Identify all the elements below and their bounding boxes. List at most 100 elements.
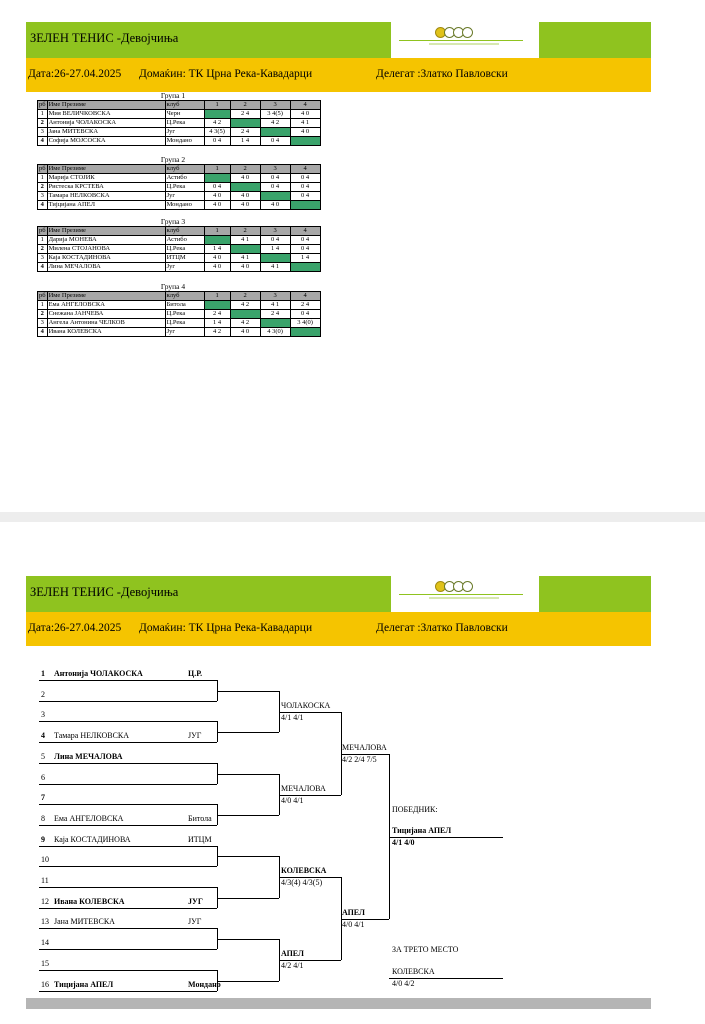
draw-player-name: Јана МИТЕВСКА <box>54 917 115 926</box>
draw-slot-line <box>39 742 217 743</box>
score-cell: 2 4 <box>229 127 261 137</box>
group-page: ЗЕЛЕН ТЕНИС -Девојчиња Дата:26-27.04.202… <box>26 22 651 337</box>
header-yellow-bar-2: Дата:26-27.04.2025 Домаќин: ТК Црна Река… <box>26 612 651 646</box>
bracket-connector <box>217 680 218 701</box>
draw-player-name: Ема АНГЕЛОВСКА <box>54 814 124 823</box>
semifinal-score: 4/0 4/1 <box>342 920 365 929</box>
third-place-line <box>389 978 503 979</box>
player-name: Марија СТОЈИК <box>46 173 166 183</box>
row-number: 4 <box>37 200 48 210</box>
score-cell: 3 4(5) <box>259 109 291 119</box>
bracket-connector <box>217 856 279 857</box>
third-place-name: КОЛЕВСКА <box>392 967 435 976</box>
draw-slot-line <box>39 763 217 764</box>
column-header: рб <box>37 100 48 110</box>
player-name: Ристеска КРСТЕВА <box>46 182 166 192</box>
player-name: Снежана ЈАНЧЕВА <box>46 309 166 319</box>
draw-slot-line <box>39 949 217 950</box>
draw-slot-line <box>39 908 217 909</box>
bracket-connector <box>279 774 280 815</box>
club-name: Југ <box>164 262 205 272</box>
draw-player-club: ЈУГ <box>188 731 202 740</box>
semifinal-line <box>341 754 389 755</box>
draw-slot-number: 13 <box>41 917 49 926</box>
club-name: Ц.Река <box>164 318 205 328</box>
host-label: Домаќин: ТК Црна Река-Кавадарци <box>139 68 313 80</box>
draw-player-name: Антонија ЧОЛАКОСКА <box>54 669 143 678</box>
draw-slot-line <box>39 866 217 867</box>
club-name: Астибо <box>164 235 205 245</box>
bracket-connector <box>217 691 279 692</box>
footer-bar <box>26 998 651 1009</box>
draw-player-name: Ивана КОЛЕВСКА <box>54 897 125 906</box>
column-header: клуб <box>164 291 205 301</box>
header-green-bar-2: ЗЕЛЕН ТЕНИС -Девојчиња <box>26 576 651 612</box>
row-number: 3 <box>37 127 48 137</box>
self-match-cell <box>203 235 231 245</box>
draw-slot-number: 12 <box>41 897 49 906</box>
column-header: клуб <box>164 100 205 110</box>
player-name: Милена СТОЈАНОВА <box>46 244 166 254</box>
date-label-2: Дата:26-27.04.2025 <box>28 622 122 634</box>
bracket-connector <box>217 804 218 825</box>
score-cell: 0 4 <box>289 173 321 183</box>
player-name: Лина МЕЧАЛОВА <box>46 262 166 272</box>
score-cell: 4 2 <box>229 300 261 310</box>
third-place-score: 4/0 4/2 <box>392 979 415 988</box>
group-title: Група 1 <box>160 91 186 100</box>
column-header: рб <box>37 226 48 236</box>
score-cell: 4 3(0) <box>259 327 291 337</box>
draw-slot-line <box>39 825 217 826</box>
draw-player-name: Тамара НЕЛКОВСКА <box>54 731 130 740</box>
club-name: Југ <box>164 327 205 337</box>
round2-player: МЕЧАЛОВА <box>281 784 326 793</box>
score-cell: 4 0 <box>203 200 231 210</box>
row-number: 3 <box>37 191 48 201</box>
club-name: Југ <box>164 127 205 137</box>
draw-slot-line <box>39 804 217 805</box>
column-header: 2 <box>229 100 261 110</box>
score-cell: 1 4 <box>203 318 231 328</box>
club-name: Ц.Река <box>164 244 205 254</box>
page-title-2: ЗЕЛЕН ТЕНИС -Девојчиња <box>30 585 179 599</box>
score-cell: 4 0 <box>229 327 261 337</box>
row-number: 1 <box>37 109 48 119</box>
column-header: Име Презиме <box>46 164 166 174</box>
score-cell: 1 4 <box>229 136 261 146</box>
club-name: Мондано <box>164 200 205 210</box>
score-cell: 4 2 <box>259 118 291 128</box>
score-cell: 4 1 <box>229 235 261 245</box>
draw-slot-line <box>39 784 217 785</box>
score-cell: 0 4 <box>259 136 291 146</box>
score-cell: 1 4 <box>203 244 231 254</box>
score-cell: 4 2 <box>203 118 231 128</box>
score-cell: 4 2 <box>203 327 231 337</box>
self-match-cell <box>229 309 261 319</box>
column-header: рб <box>37 164 48 174</box>
draw-player-club: ЈУГ <box>188 917 202 926</box>
delegate-label-2: Делегат :Златко Павловски <box>376 622 508 634</box>
row-number: 3 <box>37 253 48 263</box>
self-match-cell <box>229 182 261 192</box>
page-separator <box>0 512 705 522</box>
club-name: Ц.Река <box>164 182 205 192</box>
draw-player-club: Битола <box>188 814 212 823</box>
score-cell: 4 1 <box>289 118 321 128</box>
round2-player: ЧОЛАКОСКА <box>281 701 331 710</box>
draw-slot-number: 7 <box>41 793 45 802</box>
winner-name: Тицијана АПЕЛ <box>392 826 452 835</box>
draw-slot-number: 8 <box>41 814 45 823</box>
score-cell: 3 4(0) <box>289 318 321 328</box>
draw-slot-line <box>39 721 217 722</box>
group-title: Група 2 <box>160 155 186 164</box>
player-name: Ема АНГЕЛОВСКА <box>46 300 166 310</box>
